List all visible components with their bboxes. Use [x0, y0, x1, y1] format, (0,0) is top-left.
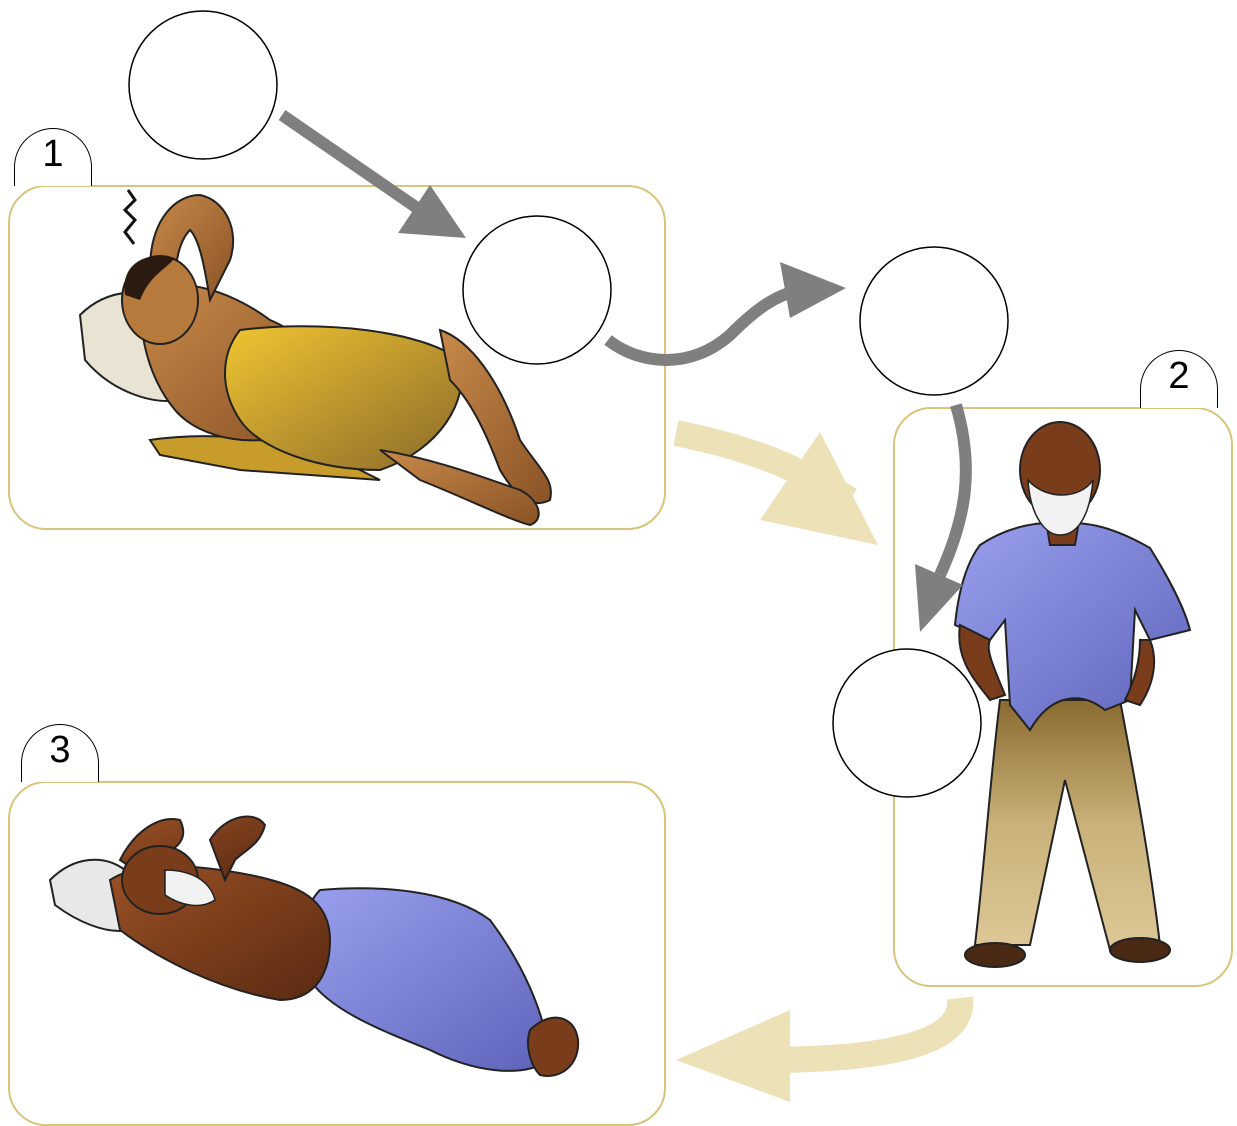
figure-sleeping-man: [80, 190, 551, 525]
blue-cloth: [303, 888, 550, 1071]
trousers-shape: [975, 700, 1160, 950]
flow-arrow-c-to-d: [940, 405, 966, 575]
foot-shape: [528, 1018, 578, 1076]
blank-circle-a: [129, 11, 277, 159]
figure-standing-man: [955, 422, 1190, 967]
sequence-arrow-2-to-3: [760, 998, 960, 1060]
flow-arrow-a-to-b-head: [398, 185, 466, 238]
sequence-arrow-2-to-3-head: [676, 1010, 790, 1102]
right-shoe: [1110, 938, 1170, 962]
figure-sick-man: [50, 817, 578, 1076]
left-shoe: [965, 943, 1025, 967]
flow-arrow-b-to-c: [608, 290, 800, 360]
flow-arrow-b-to-c-head: [780, 262, 846, 318]
blank-circle-d: [833, 649, 981, 797]
flow-arrow-a-to-b: [282, 115, 420, 210]
blank-circle-c: [860, 247, 1008, 395]
pain-mark-icon: [125, 190, 135, 244]
blank-circle-b: [463, 216, 611, 364]
